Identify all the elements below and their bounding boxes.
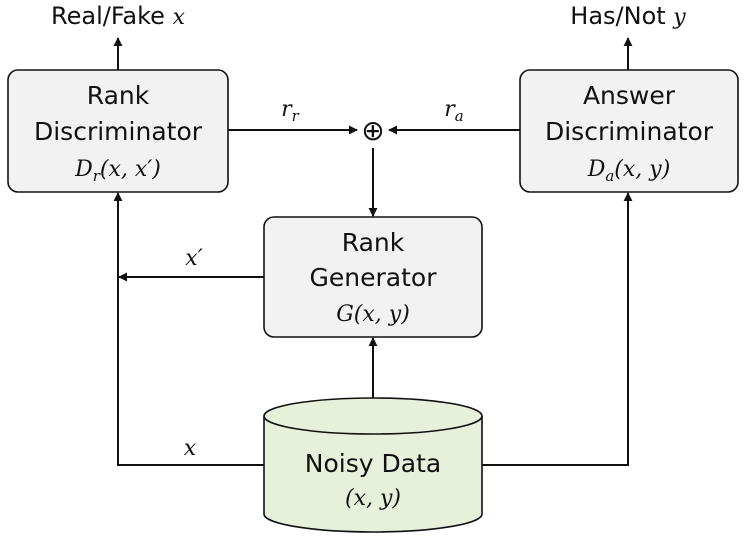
rank-discriminator-formula: Dr(x, x′) [74, 157, 161, 185]
rank-discriminator-line2: Discriminator [34, 117, 203, 146]
noisy-data-label: Noisy Data [305, 449, 441, 478]
rank-generator-formula: G(x, y) [336, 302, 410, 327]
r-a-label: ra [444, 97, 463, 125]
noisy-data-formula: (x, y) [345, 486, 401, 511]
x-prime-label: x′ [185, 246, 202, 271]
rank-generator-line2: Generator [310, 263, 438, 292]
r-r-label: rr [281, 97, 300, 125]
rank-generator-box: Rank Generator G(x, y) [263, 216, 483, 338]
rank-generator-line1: Rank [342, 228, 405, 257]
real-fake-label: Real/Fake x [51, 2, 186, 30]
has-not-label: Has/Not y [570, 2, 686, 30]
data-to-rank-disc-arrow [113, 192, 264, 466]
answer-discriminator-box: Answer Discriminator Da(x, y) [519, 69, 739, 193]
noisy-data-cylinder: Noisy Data (x, y) [263, 397, 483, 533]
x-label: x [184, 436, 197, 461]
rank-discriminator-line1: Rank [87, 81, 150, 110]
data-to-answer-disc-arrow [482, 192, 633, 466]
answer-discriminator-line2: Discriminator [545, 117, 714, 146]
answer-discriminator-formula: Da(x, y) [587, 157, 671, 185]
combine-symbol: ⊕ [361, 114, 384, 147]
rank-discriminator-box: Rank Discriminator Dr(x, x′) [7, 69, 229, 193]
answer-discriminator-line1: Answer [583, 81, 676, 110]
